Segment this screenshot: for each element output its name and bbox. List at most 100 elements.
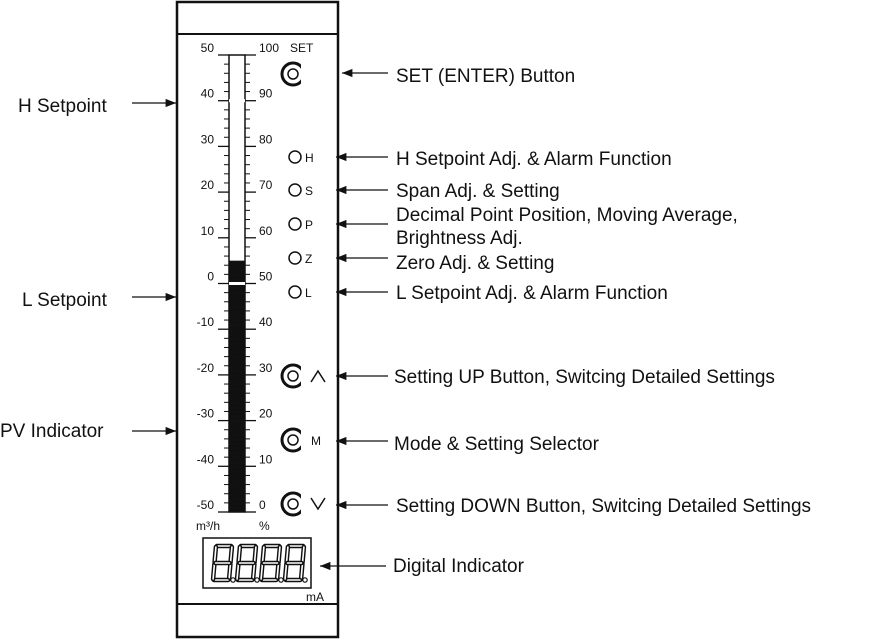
callout-up-button-text: Setting UP Button, Switcing Detailed Set… <box>394 367 775 388</box>
callout-decimal-point: Decimal Point Position, Moving Average, … <box>336 205 738 249</box>
digit-segment-inner <box>284 563 288 580</box>
led-z-icon <box>288 251 302 265</box>
callout-down-button-text: Setting DOWN Button, Switcing Detailed S… <box>396 496 811 517</box>
led-p-icon <box>288 217 302 231</box>
digital-indicator <box>202 537 312 589</box>
right-scale-label: 40 <box>259 315 273 329</box>
indicator-s: S <box>288 183 313 198</box>
left-scale-label: -50 <box>197 498 215 512</box>
indicator-z-label: Z <box>305 252 312 266</box>
callout-mode-button: Mode & Setting Selector <box>336 434 600 455</box>
mode-button-label: M <box>311 434 321 448</box>
indicator-p: P <box>288 217 313 232</box>
indicator-h: H <box>288 150 314 165</box>
decimal-point <box>254 577 260 583</box>
left-scale-label: 20 <box>201 178 215 192</box>
h-setpoint-mark <box>229 99 245 103</box>
callout-set-button-text: SET (ENTER) Button <box>396 66 575 87</box>
left-scale-label: -20 <box>197 361 215 375</box>
callout-l-adj: L Setpoint Adj. & Alarm Function <box>336 283 668 304</box>
callout-h-adj-text: H Setpoint Adj. & Alarm Function <box>396 149 672 170</box>
digit-segment-inner <box>236 563 240 580</box>
right-scale-label: 60 <box>259 224 273 238</box>
callout-down-button: Setting DOWN Button, Switcing Detailed S… <box>336 496 811 517</box>
bar-segments <box>229 263 245 511</box>
digit-segment-inner <box>228 563 232 580</box>
right-scale-label: 30 <box>259 361 273 375</box>
digit-segment-inner <box>253 546 257 563</box>
set-button[interactable] <box>280 61 309 87</box>
digit-segment-inner <box>212 563 216 580</box>
indicator-h-label: H <box>305 151 314 165</box>
callout-l-setpoint-text: L Setpoint <box>22 290 108 311</box>
right-scale-label: 10 <box>259 452 273 466</box>
set-label: SET <box>290 41 314 55</box>
digit-segment-inner <box>260 563 264 580</box>
digit-segment-inner <box>277 546 281 563</box>
right-scale-label: 90 <box>259 87 273 101</box>
left-scale-label: 0 <box>207 270 214 284</box>
callout-decimal-point-text-1: Decimal Point Position, Moving Average, <box>396 205 738 226</box>
callout-decimal-point-text-2: Brightness Adj. <box>396 228 523 249</box>
led-h-icon <box>288 150 302 164</box>
left-scale-label: -10 <box>197 315 215 329</box>
callout-span-adj-text: Span Adj. & Setting <box>396 181 560 202</box>
indicator-p-label: P <box>305 218 313 232</box>
digit-segment-inner <box>213 546 217 563</box>
callout-l-adj-text: L Setpoint Adj. & Alarm Function <box>396 283 668 304</box>
right-scale-label: 0 <box>259 498 266 512</box>
left-scale-label: -30 <box>197 407 215 421</box>
digit-segment-inner <box>237 546 241 563</box>
digit-segment-inner <box>261 546 265 563</box>
callout-up-button: Setting UP Button, Switcing Detailed Set… <box>336 367 775 388</box>
indicator-l-label: L <box>305 286 312 300</box>
digit-segment-inner <box>229 546 233 563</box>
chevron-down-icon <box>310 497 326 511</box>
right-scale-label: 100 <box>259 41 279 55</box>
callout-span-adj: Span Adj. & Setting <box>336 181 560 202</box>
scale-ticks <box>218 54 256 513</box>
down-button[interactable] <box>280 491 326 517</box>
left-scale: 50 40 30 20 10 0 -10 -20 -30 -40 -50 <box>197 41 215 512</box>
left-scale-label: 30 <box>201 132 215 146</box>
mode-button[interactable]: M <box>280 427 321 453</box>
callout-pv-indicator-text: PV Indicator <box>0 421 104 442</box>
callout-pv-indicator: PV Indicator <box>0 421 176 442</box>
left-scale-label: 50 <box>201 41 215 55</box>
right-scale-label: 20 <box>259 407 273 421</box>
left-scale-label: 10 <box>201 224 215 238</box>
callout-mode-button-text: Mode & Setting Selector <box>394 434 600 455</box>
callout-l-setpoint: L Setpoint <box>22 290 176 311</box>
digit-segment-inner <box>301 546 305 563</box>
right-scale-label: 70 <box>259 178 273 192</box>
left-unit: m³/h <box>196 519 220 533</box>
up-button[interactable] <box>280 363 326 389</box>
chevron-up-icon <box>310 369 326 383</box>
callout-zero-adj-text: Zero Adj. & Setting <box>396 253 554 274</box>
l-setpoint-mark <box>229 282 245 285</box>
digit-segment-inner <box>285 546 289 563</box>
callout-h-setpoint: H Setpoint <box>18 96 176 117</box>
bargraph <box>228 54 246 513</box>
seven-segment-digits <box>210 543 308 583</box>
decimal-point <box>230 577 236 583</box>
left-scale-label: 40 <box>201 87 215 101</box>
led-l-icon <box>288 285 302 299</box>
left-scale-label: -40 <box>197 452 215 466</box>
callout-digital-indicator-text: Digital Indicator <box>393 556 525 577</box>
callout-zero-adj: Zero Adj. & Setting <box>336 253 554 274</box>
decimal-point <box>278 577 284 583</box>
callout-h-adj: H Setpoint Adj. & Alarm Function <box>336 149 672 170</box>
callout-digital-indicator: Digital Indicator <box>320 556 525 577</box>
callout-h-setpoint-text: H Setpoint <box>18 96 107 117</box>
indicator-l: L <box>288 285 312 300</box>
callout-set-button: SET (ENTER) Button <box>342 66 575 87</box>
indicator-s-label: S <box>305 184 313 198</box>
digit-segment-inner <box>300 563 304 580</box>
right-scale-label: 50 <box>259 270 273 284</box>
ma-label: mA <box>306 590 324 604</box>
instrument-panel <box>175 0 340 639</box>
decimal-point <box>302 577 308 583</box>
